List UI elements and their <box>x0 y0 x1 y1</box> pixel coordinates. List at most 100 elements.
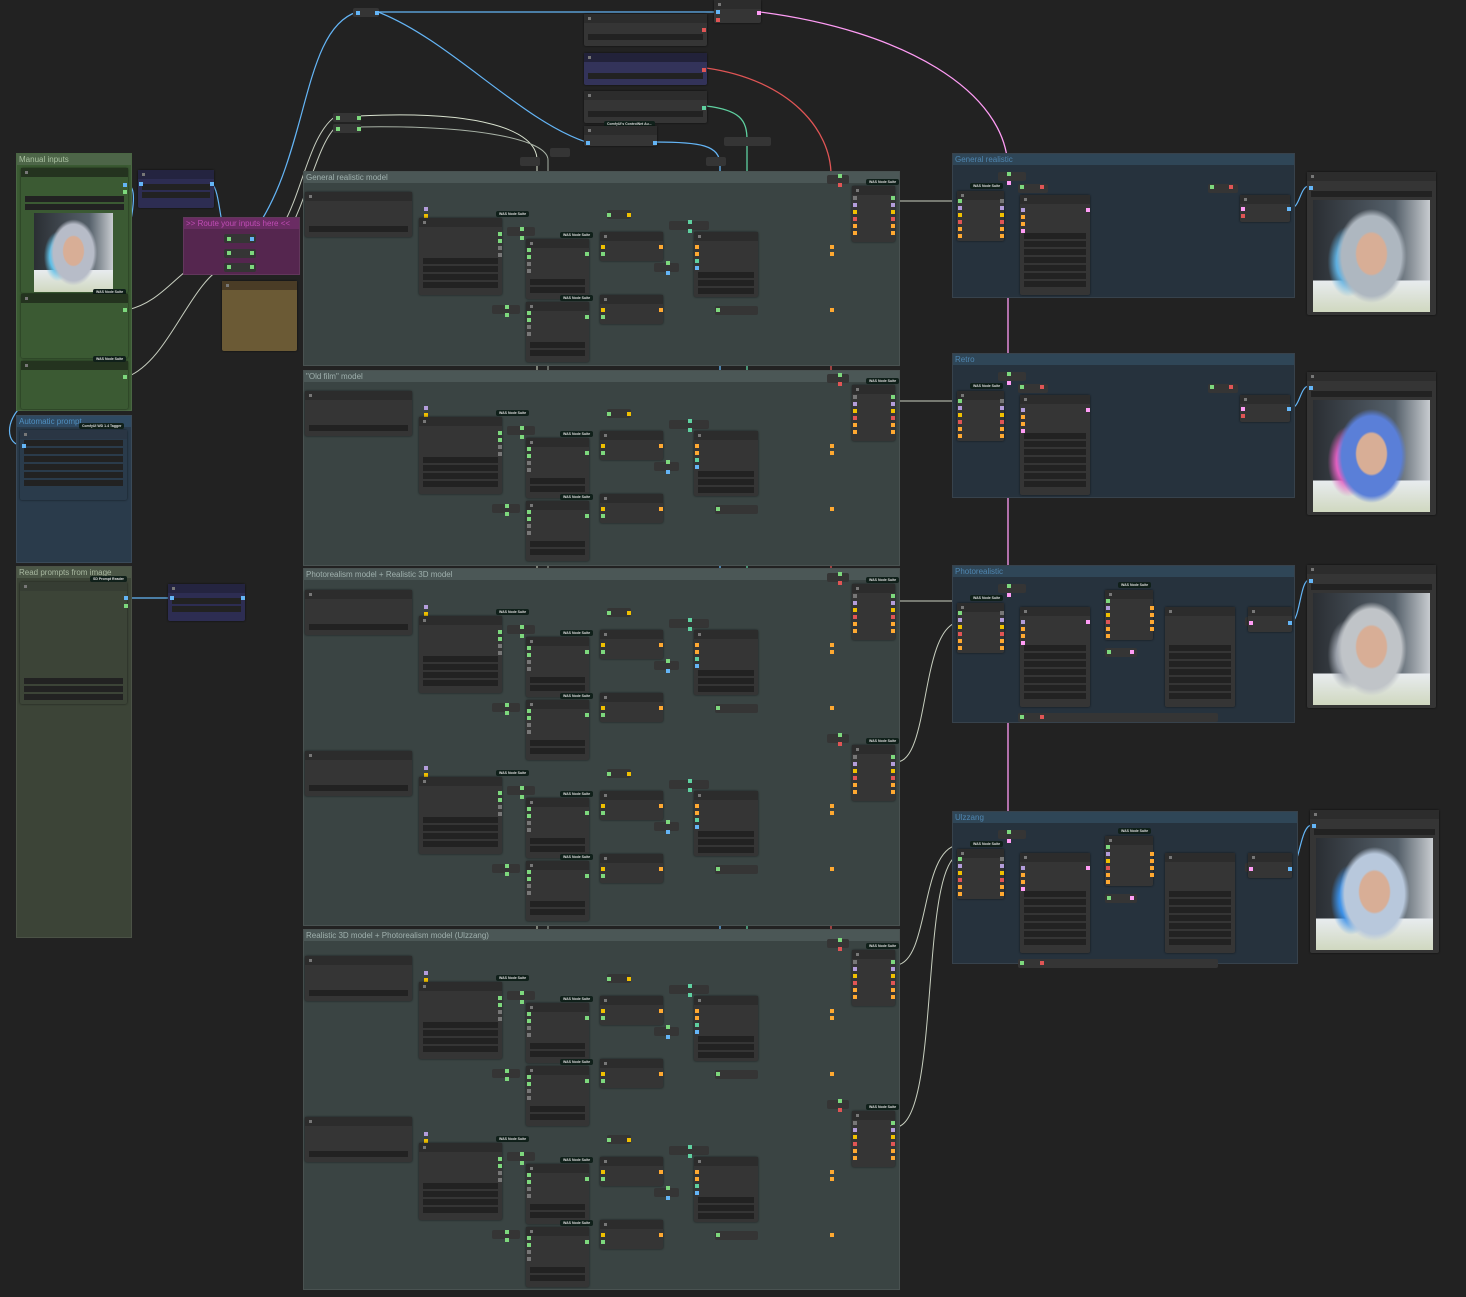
node-slot[interactable] <box>958 227 962 231</box>
node-slot[interactable] <box>627 1138 631 1142</box>
node-widget[interactable] <box>423 1046 498 1052</box>
node-slot[interactable] <box>1000 871 1004 875</box>
node-slot[interactable] <box>830 1233 834 1237</box>
node-slot[interactable] <box>958 206 962 210</box>
node-slot[interactable] <box>853 217 857 221</box>
node-header[interactable] <box>852 186 895 195</box>
node-slot[interactable] <box>958 220 962 224</box>
node-slot[interactable] <box>891 430 895 434</box>
reroute-node[interactable] <box>715 306 758 315</box>
upscale-sampler-node[interactable] <box>1020 853 1090 953</box>
conditioning-node[interactable] <box>600 295 663 324</box>
reroute-node[interactable] <box>607 210 631 219</box>
node-slot[interactable] <box>1040 185 1044 189</box>
node-slot[interactable] <box>424 978 428 982</box>
node-slot[interactable] <box>527 517 531 521</box>
node-slot[interactable] <box>958 234 962 238</box>
node-header[interactable] <box>1248 853 1292 862</box>
sampler-node[interactable] <box>526 798 589 858</box>
node-slot[interactable] <box>505 872 509 876</box>
node-slot[interactable] <box>838 382 842 386</box>
node-widget[interactable] <box>142 184 210 190</box>
reroute-node[interactable] <box>1018 184 1048 193</box>
node-header[interactable] <box>600 693 663 702</box>
node-slot[interactable] <box>336 127 340 131</box>
node-slot[interactable] <box>527 510 531 514</box>
node-header[interactable] <box>1240 195 1290 204</box>
node-slot[interactable] <box>891 776 895 780</box>
node-slot[interactable] <box>688 788 692 792</box>
node-slot[interactable] <box>688 220 692 224</box>
node-slot[interactable] <box>891 594 895 598</box>
node-slot[interactable] <box>241 596 245 600</box>
node-slot[interactable] <box>695 245 699 249</box>
node-slot[interactable] <box>1241 207 1245 211</box>
node-header[interactable] <box>600 232 663 241</box>
node-widget[interactable] <box>530 287 585 293</box>
node-header[interactable] <box>419 616 502 625</box>
node-slot[interactable] <box>1106 873 1110 877</box>
node-slot[interactable] <box>853 1135 857 1139</box>
node-slot[interactable] <box>1312 824 1316 828</box>
node-slot[interactable] <box>123 190 127 194</box>
node-slot[interactable] <box>1000 618 1004 622</box>
node-header[interactable] <box>526 1227 589 1236</box>
node-widget[interactable] <box>1024 899 1086 905</box>
reroute-node[interactable] <box>669 985 709 994</box>
node-header[interactable] <box>600 494 663 503</box>
reroute-node[interactable] <box>654 661 679 670</box>
node-slot[interactable] <box>505 1077 509 1081</box>
node-slot[interactable] <box>853 995 857 999</box>
node-slot[interactable] <box>838 572 842 576</box>
node-slot[interactable] <box>1241 414 1245 418</box>
node-slot[interactable] <box>1150 852 1154 856</box>
node-widget[interactable] <box>423 817 498 823</box>
node-slot[interactable] <box>853 762 857 766</box>
reroute-node[interactable] <box>507 426 535 435</box>
node-slot[interactable] <box>227 265 231 269</box>
node-slot[interactable] <box>585 315 589 319</box>
node-slot[interactable] <box>498 253 502 257</box>
node-slot[interactable] <box>1021 408 1025 412</box>
node-slot[interactable] <box>585 1079 589 1083</box>
node-slot[interactable] <box>688 1145 692 1149</box>
node-slot[interactable] <box>527 1243 531 1247</box>
node-header[interactable] <box>419 1143 502 1152</box>
node-widget[interactable] <box>1169 923 1231 929</box>
node-slot[interactable] <box>527 248 531 252</box>
vae-decode-node[interactable] <box>1240 395 1290 422</box>
node-header[interactable] <box>600 295 663 304</box>
node-slot[interactable] <box>527 1257 531 1261</box>
node-slot[interactable] <box>958 413 962 417</box>
node-slot[interactable] <box>853 416 857 420</box>
node-slot[interactable] <box>853 402 857 406</box>
node-slot[interactable] <box>586 141 590 145</box>
node-slot[interactable] <box>1150 606 1154 610</box>
node-widget[interactable] <box>423 664 498 670</box>
reroute-node[interactable] <box>492 703 520 712</box>
node-widget[interactable] <box>530 342 585 348</box>
node-slot[interactable] <box>527 531 531 535</box>
node-slot[interactable] <box>527 1012 531 1016</box>
node-slot[interactable] <box>498 438 502 442</box>
node-slot[interactable] <box>830 804 834 808</box>
node-widget[interactable] <box>530 541 585 547</box>
node-slot[interactable] <box>838 733 842 737</box>
upscale-sampler-node[interactable] <box>1020 607 1090 707</box>
checkpoint-loader-node[interactable] <box>305 956 412 1001</box>
sampler-node[interactable] <box>526 302 589 362</box>
node-slot[interactable] <box>666 1035 670 1039</box>
node-slot[interactable] <box>891 783 895 787</box>
node-slot[interactable] <box>688 1154 692 1158</box>
node-widget[interactable] <box>423 672 498 678</box>
node-widget[interactable] <box>530 1212 585 1218</box>
node-slot[interactable] <box>527 667 531 671</box>
node-header[interactable] <box>584 126 657 135</box>
node-slot[interactable] <box>891 608 895 612</box>
node-widget[interactable] <box>1024 441 1086 447</box>
node-slot[interactable] <box>695 458 699 462</box>
node-slot[interactable] <box>666 460 670 464</box>
node-slot[interactable] <box>958 864 962 868</box>
node-slot[interactable] <box>853 395 857 399</box>
ksampler-node[interactable] <box>852 186 895 242</box>
